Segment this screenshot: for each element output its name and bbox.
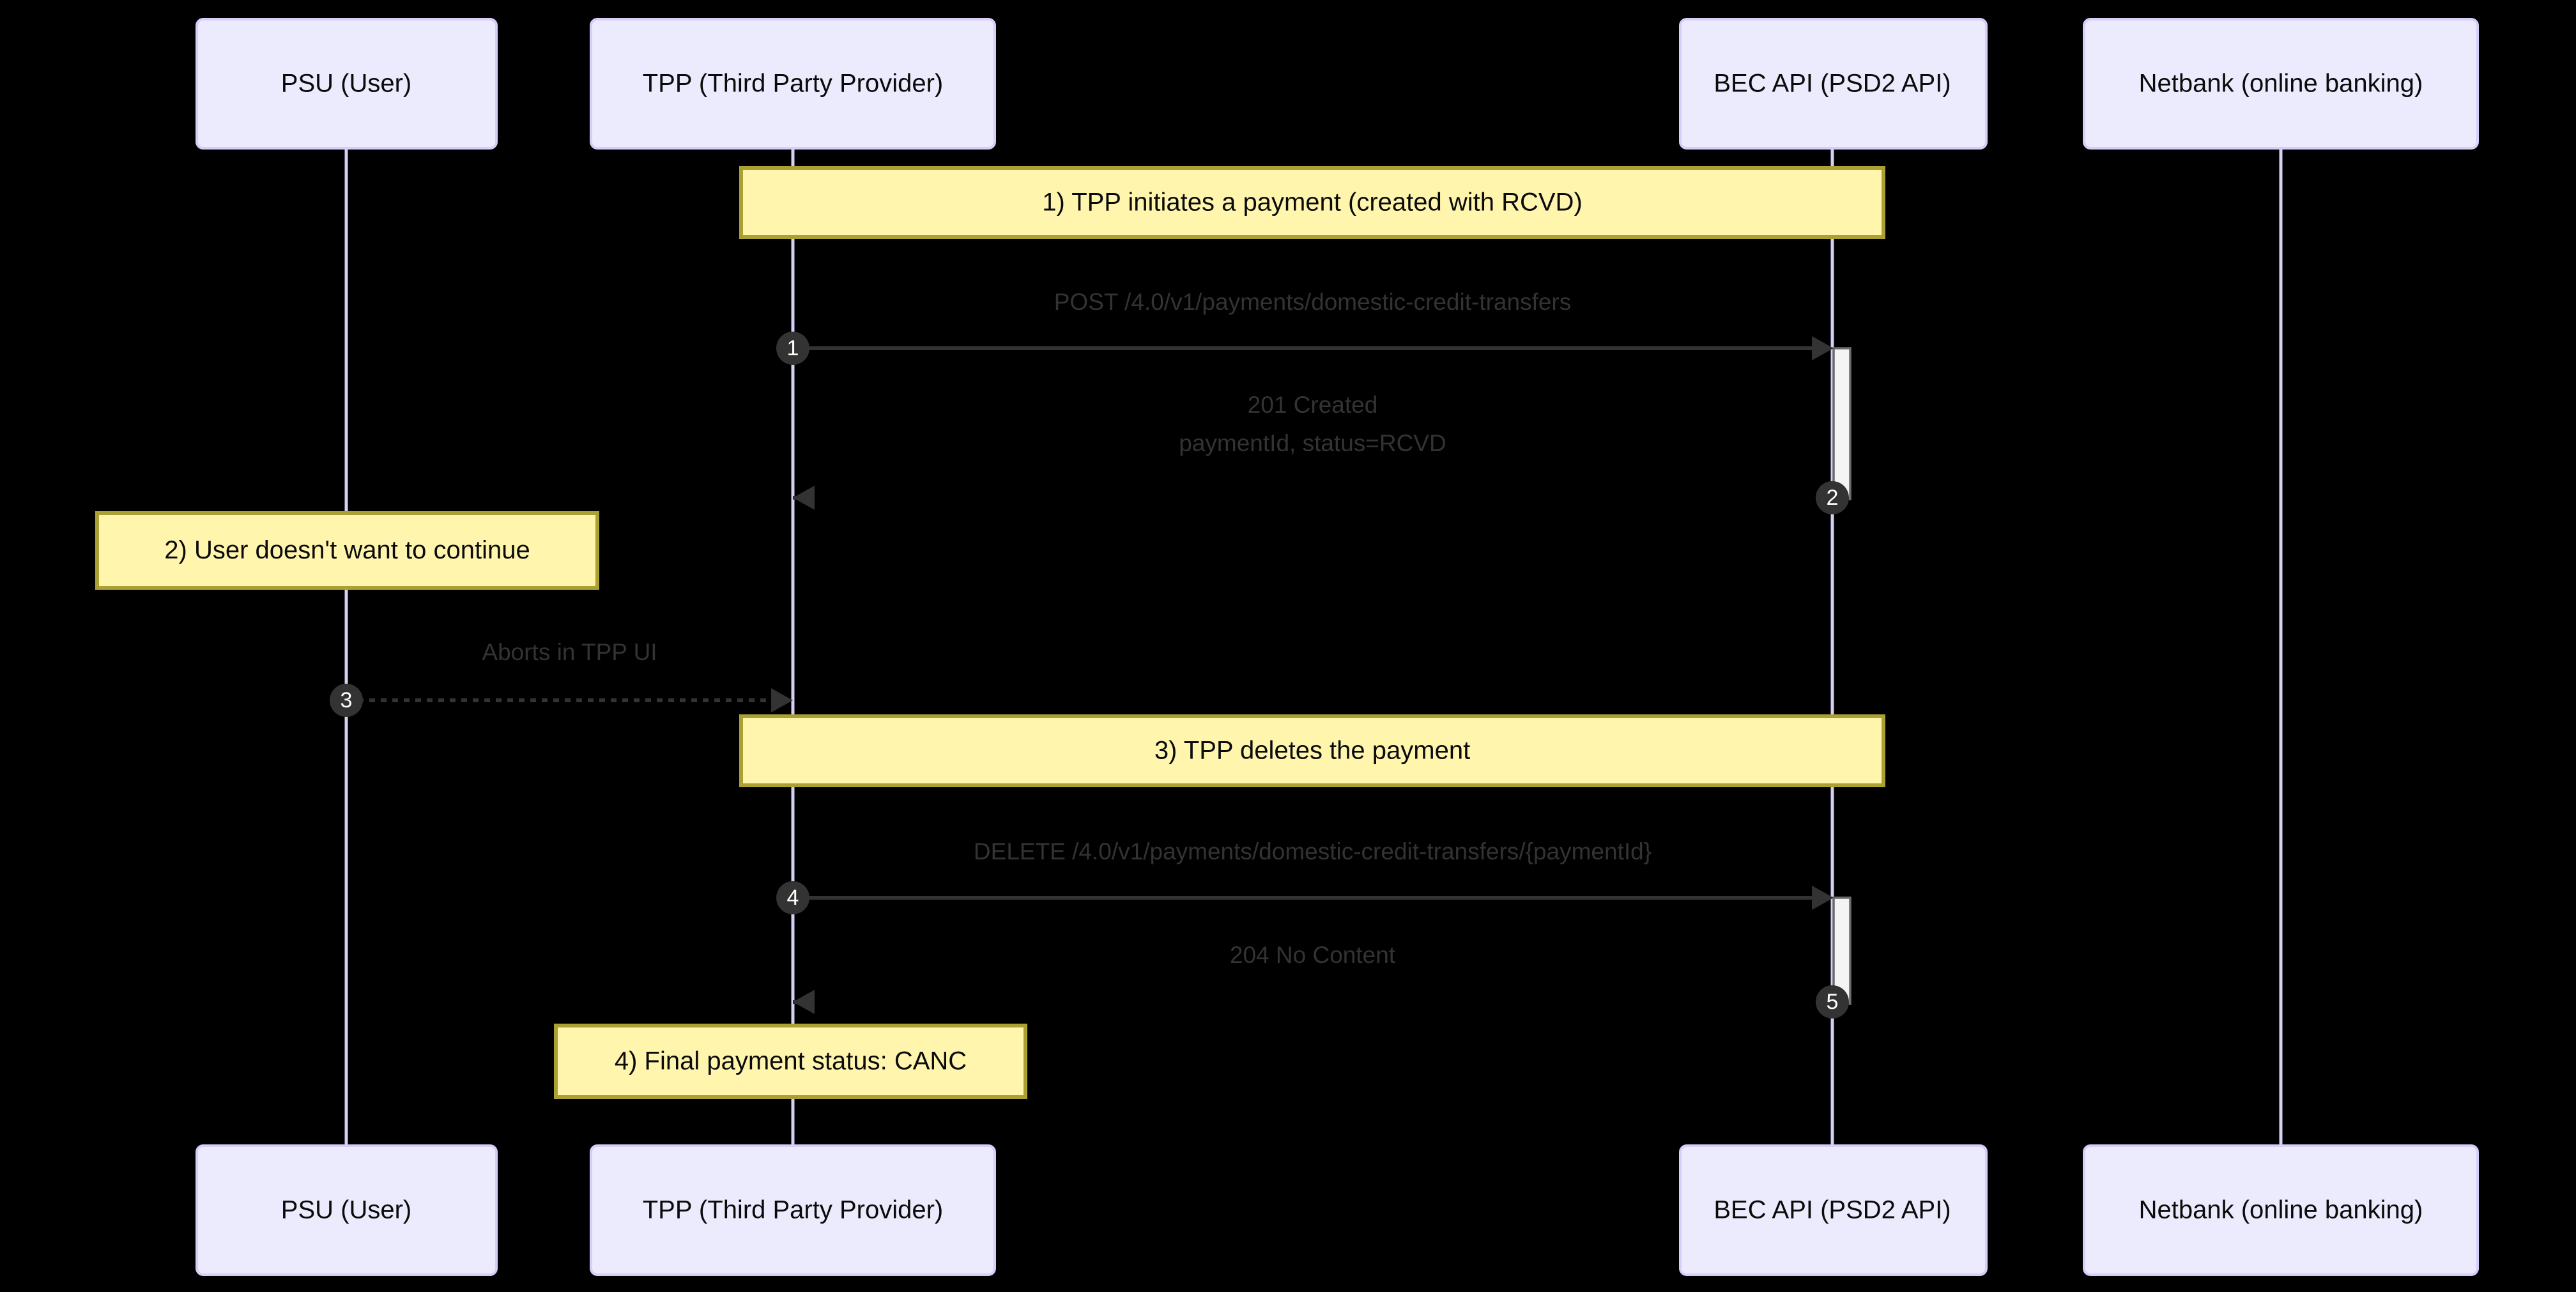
note-note3: 3) TPP deletes the payment — [739, 714, 1885, 787]
actor-label-psu: PSU (User) — [281, 70, 411, 98]
actor-box-netbank-top[interactable]: Netbank (online banking) — [2083, 18, 2479, 150]
message-label-5: 204 No Content — [1230, 942, 1396, 968]
sequence-badges-group: 1 2 3 4 5 — [330, 332, 1849, 1019]
note-label-note3: 3) TPP deletes the payment — [1154, 737, 1470, 765]
message-label-1: POST /4.0/v1/payments/domestic-credit-tr… — [1054, 289, 1572, 315]
lifelines-group — [344, 148, 2283, 1146]
note-label-note2: 2) User doesn't want to continue — [164, 536, 530, 564]
note-rect-note1 — [739, 166, 1885, 239]
activation-bars-group — [1832, 347, 1851, 1005]
message-label-4: DELETE /4.0/v1/payments/domestic-credit-… — [974, 838, 1652, 865]
actor-label-tpp: TPP (Third Party Provider) — [643, 70, 944, 98]
message-2: 201 Created paymentId, status=RCVD — [793, 392, 1446, 510]
note-note4: 4) Final payment status: CANC — [554, 1024, 1027, 1099]
sequence-badge-number-4: 4 — [787, 886, 799, 910]
message-arrowhead-4 — [1812, 886, 1834, 910]
actor-box-psu-bottom[interactable]: PSU (User) — [195, 1144, 498, 1276]
note-rect-note3 — [739, 714, 1885, 787]
sequence-badge-2: 2 — [1816, 481, 1849, 514]
actor-box-rect-netbank — [2083, 1144, 2479, 1276]
sequence-badge-number-3: 3 — [341, 688, 353, 712]
actor-box-tpp-bottom[interactable]: TPP (Third Party Provider) — [590, 1144, 996, 1276]
actor-box-tpp-top[interactable]: TPP (Third Party Provider) — [590, 18, 996, 150]
actor-box-rect-psu — [195, 18, 498, 150]
sequence-badge-4: 4 — [776, 881, 809, 914]
sequence-badge-circle-3 — [330, 684, 363, 717]
message-arrowhead-5 — [793, 990, 815, 1014]
sequence-badge-number-5: 5 — [1827, 990, 1839, 1014]
sequence-badge-5: 5 — [1816, 985, 1849, 1019]
sequence-badge-circle-2 — [1816, 481, 1849, 514]
actor-box-rect-bec — [1679, 18, 1988, 150]
sequence-badge-1: 1 — [776, 332, 809, 365]
actor-label-netbank: Netbank (online banking) — [2139, 70, 2423, 98]
message-arrowhead-1 — [1812, 336, 1834, 360]
actor-label-netbank: Netbank (online banking) — [2139, 1196, 2423, 1224]
messages-group: POST /4.0/v1/payments/domestic-credit-tr… — [346, 289, 1834, 1014]
note-rect-note4 — [554, 1024, 1027, 1099]
note-note2: 2) User doesn't want to continue — [95, 511, 599, 590]
sequence-badge-3: 3 — [330, 684, 363, 717]
actor-box-rect-psu — [195, 1144, 498, 1276]
note-label-note1: 1) TPP initiates a payment (created with… — [1042, 188, 1583, 217]
sequence-badge-circle-5 — [1816, 985, 1849, 1019]
actor-label-bec: BEC API (PSD2 API) — [1713, 70, 1951, 98]
sequence-badge-circle-4 — [776, 881, 809, 914]
sequence-badge-number-2: 2 — [1827, 486, 1839, 510]
actor-label-tpp: TPP (Third Party Provider) — [643, 1196, 944, 1224]
message-4: DELETE /4.0/v1/payments/domestic-credit-… — [793, 838, 1834, 910]
actor-box-netbank-bottom[interactable]: Netbank (online banking) — [2083, 1144, 2479, 1276]
message-3: Aborts in TPP UI — [346, 639, 793, 712]
message-label-3: Aborts in TPP UI — [482, 639, 657, 665]
message-label-2-line1: 201 Created — [1248, 392, 1378, 418]
notes-group: 1) TPP initiates a payment (created with… — [95, 166, 1885, 1099]
message-1: POST /4.0/v1/payments/domestic-credit-tr… — [793, 289, 1834, 360]
actor-box-bec-bottom[interactable]: BEC API (PSD2 API) — [1679, 1144, 1988, 1276]
message-label-2-line2: paymentId, status=RCVD — [1179, 430, 1446, 456]
message-arrowhead-3 — [771, 688, 793, 712]
actor-box-rect-bec — [1679, 1144, 1988, 1276]
actor-label-bec: BEC API (PSD2 API) — [1713, 1196, 1951, 1224]
actor-box-bec-top[interactable]: BEC API (PSD2 API) — [1679, 18, 1988, 150]
actor-box-psu-top[interactable]: PSU (User) — [195, 18, 498, 150]
actor-box-rect-netbank — [2083, 18, 2479, 150]
message-arrowhead-2 — [793, 486, 815, 510]
actor-boxes-top: PSU (User) TPP (Third Party Provider) BEC … — [195, 18, 2479, 150]
actor-box-rect-tpp — [590, 1144, 996, 1276]
actor-boxes-bottom: PSU (User) TPP (Third Party Provider) BEC … — [195, 1144, 2479, 1276]
actor-label-psu: PSU (User) — [281, 1196, 411, 1224]
note-label-note4: 4) Final payment status: CANC — [615, 1047, 967, 1075]
sequence-badge-number-1: 1 — [787, 336, 799, 360]
message-5: 204 No Content — [793, 942, 1396, 1014]
note-note1: 1) TPP initiates a payment (created with… — [739, 166, 1885, 239]
note-rect-note2 — [95, 511, 599, 590]
actor-box-rect-tpp — [590, 18, 996, 150]
sequence-badge-circle-1 — [776, 332, 809, 365]
activation-bar-bec-1 — [1832, 347, 1851, 500]
